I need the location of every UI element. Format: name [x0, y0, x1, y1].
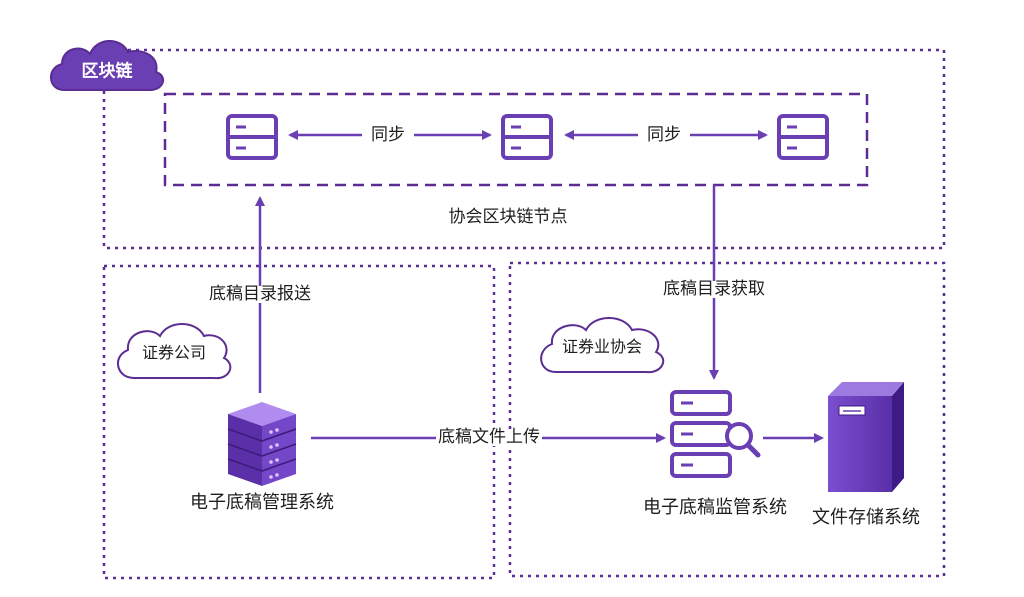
blockchain-region	[102, 48, 946, 250]
monitor-system-label: 电子底稿监管系统	[643, 497, 787, 518]
management-system-label: 电子底稿管理系统	[190, 492, 334, 513]
nodes-label: 协会区块链节点	[448, 207, 568, 227]
server-icon	[501, 114, 553, 160]
upload-label: 底稿文件上传	[436, 427, 542, 447]
server-search-icon	[670, 390, 761, 478]
fetch-label: 底稿目录获取	[661, 279, 767, 299]
report-label: 底稿目录报送	[207, 284, 313, 304]
storage-tower-icon	[828, 382, 904, 492]
server-icon	[777, 114, 829, 160]
association-cloud-label: 证券业协会	[561, 337, 643, 356]
sync-label: 同步	[371, 125, 405, 145]
nodes-box	[163, 92, 869, 187]
securities-company-region	[102, 264, 496, 580]
cloud-icon	[117, 323, 232, 380]
blockchain-cloud-label: 区块链	[81, 61, 133, 82]
sync-label: 同步	[647, 125, 681, 145]
cloud-icon	[540, 317, 665, 374]
cloud-icon	[50, 40, 165, 91]
securities-company-cloud-label: 证券公司	[141, 343, 207, 362]
association-region	[508, 261, 946, 578]
server-stack-icon	[227, 402, 297, 486]
storage-system-label: 文件存储系统	[812, 507, 920, 528]
server-icon	[226, 114, 278, 160]
